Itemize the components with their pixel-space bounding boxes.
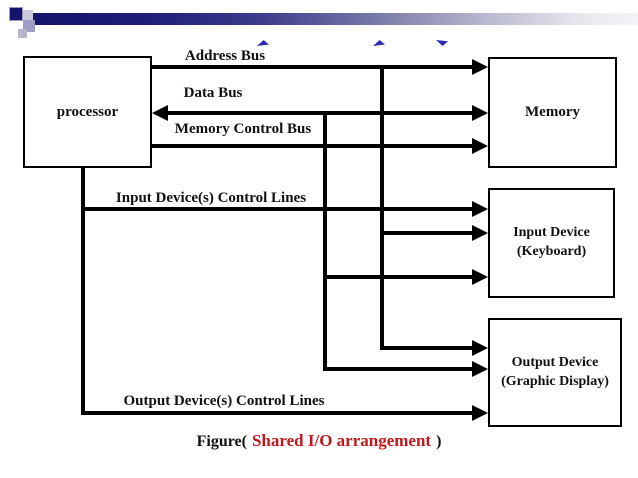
address-to-memory-arrowhead-icon [472,59,488,75]
address-bus-vertical-line [380,65,384,350]
address-bus-line [152,65,474,69]
caption-prefix: Figure( [196,433,247,450]
deco-square-small-gray [18,29,27,38]
memory-control-bus-label: Memory Control Bus [174,121,312,137]
caption-title: Shared I/O arrangement [251,431,432,450]
figure-caption: Figure(Shared I/O arrangement) [0,431,638,451]
header-gradient-bar [33,13,638,25]
deco-square-navy [9,7,23,21]
address-tap-to-input-line [380,231,474,235]
output-device-label: Output Device [511,354,599,370]
input-device-box: Input Device (Keyboard) [488,188,615,298]
output-control-line [81,411,474,415]
blue-mark-icon [373,40,385,46]
caption-suffix: ) [436,433,442,450]
memory-control-arrowhead-icon [472,138,488,154]
output-control-label: Output Device(s) Control Lines [123,393,325,409]
data-tap-to-input-line [323,275,474,279]
address-bus-label: Address Bus [184,48,266,64]
input-device-sublabel: (Keyboard) [516,244,587,259]
processor-label: processor [56,103,119,120]
processor-control-vertical-line [81,168,85,415]
input-control-line [81,207,474,211]
data-tap-to-output-line [323,367,474,371]
output-control-arrowhead-icon [472,405,488,421]
address-to-output-arrowhead-icon [472,340,488,356]
memory-box: Memory [488,57,617,168]
output-device-sublabel: (Graphic Display) [501,373,609,389]
input-device-label: Input Device [513,225,590,241]
memory-label: Memory [525,104,580,121]
blue-mark-icon [257,40,269,46]
memory-control-bus-line [152,144,474,148]
data-bus-line [166,111,474,115]
data-to-input-arrowhead-icon [472,269,488,285]
deco-square-gray [23,10,33,20]
address-tap-to-output-line [380,346,474,350]
input-control-label: Input Device(s) Control Lines [115,190,307,206]
data-bus-label: Data Bus [183,85,243,101]
data-bus-vertical-line [323,111,327,371]
output-device-box: Output Device (Graphic Display) [488,318,622,427]
input-control-arrowhead-icon [472,201,488,217]
processor-box: processor [23,56,152,168]
data-to-memory-arrowhead-icon [472,105,488,121]
blue-mark-icon [436,40,448,46]
address-to-input-arrowhead-icon [472,225,488,241]
data-to-processor-arrowhead-icon [152,105,168,121]
data-to-output-arrowhead-icon [472,361,488,377]
